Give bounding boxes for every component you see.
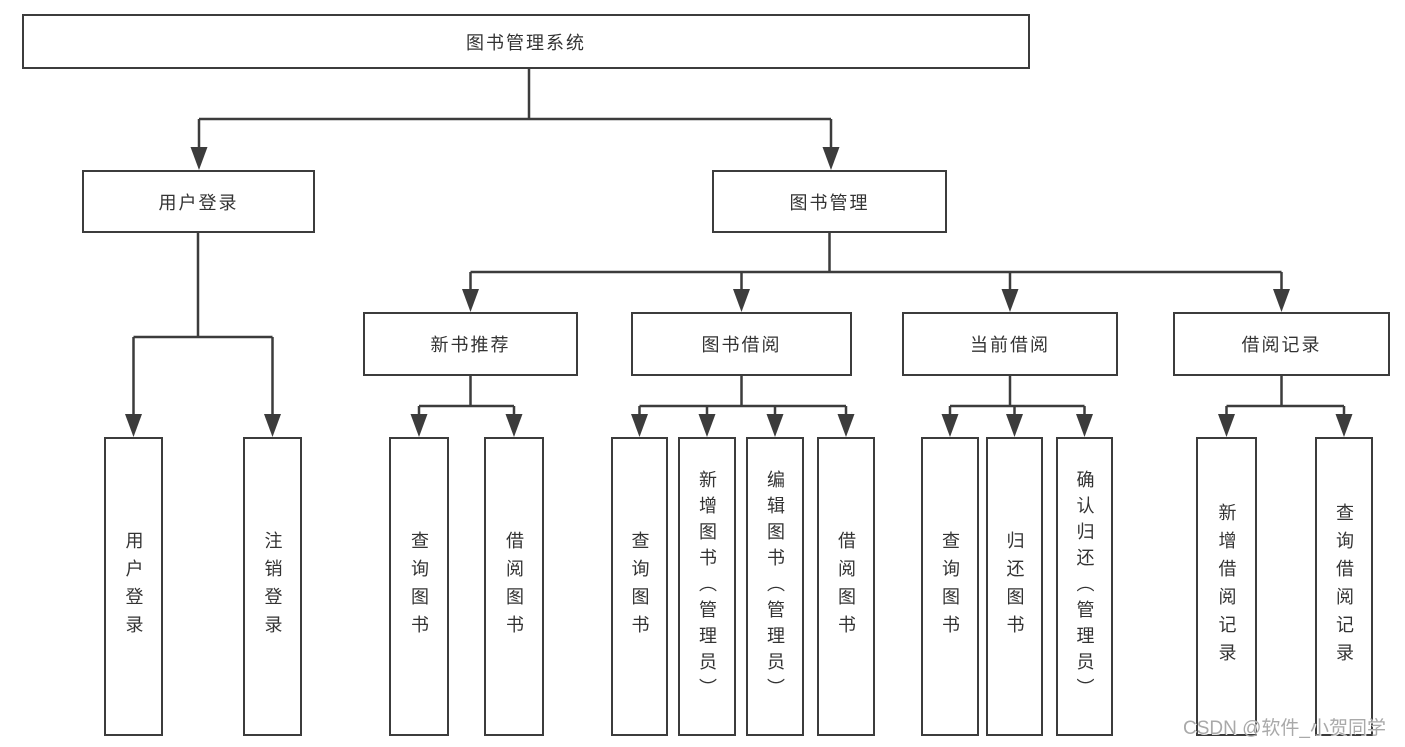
leaf-query-borrow-record: 查询借阅记录 [1315,437,1373,736]
node-user-login-label: 用户登录 [158,192,239,213]
leaf-logout-label: 注销登录 [262,530,283,643]
node-borrow-records: 借阅记录 [1173,312,1390,376]
leaf-logout: 注销登录 [243,437,302,736]
arrowhead [822,147,840,170]
node-current-borrow: 当前借阅 [902,312,1118,376]
arrowhead [1335,414,1353,437]
leaf-add-book-admin-label: 新增图书（管理员） [697,469,717,704]
node-root: 图书管理系统 [22,14,1030,69]
arrowhead [733,289,750,312]
leaf-return-books: 归还图书 [986,437,1043,736]
leaf-query-borrow-record-label: 查询借阅记录 [1334,502,1354,671]
leaf-add-borrow-record-label: 新增借阅记录 [1216,502,1237,671]
leaf-query-books-2-label: 查询图书 [629,530,650,643]
leaf-user-login-label: 用户登录 [123,530,144,643]
node-user-login: 用户登录 [82,170,315,233]
node-new-book-recommend: 新书推荐 [363,312,578,376]
node-book-management-label: 图书管理 [789,192,870,213]
arrowhead [1218,414,1235,437]
arrowhead [1006,414,1023,437]
connector-path [132,69,1346,420]
leaf-confirm-return-admin: 确认归还（管理员） [1056,437,1113,736]
node-book-management: 图书管理 [712,170,947,233]
arrowhead [1076,414,1093,437]
leaf-add-book-admin: 新增图书（管理员） [678,437,736,736]
arrowhead [941,414,959,437]
leaf-query-books-1-label: 查询图书 [409,530,429,643]
leaf-edit-book-admin: 编辑图书（管理员） [746,437,804,736]
node-new-book-recommend-label: 新书推荐 [430,335,511,355]
arrowhead [631,414,648,437]
node-borrow-records-label: 借阅记录 [1241,335,1322,355]
leaf-confirm-return-admin-label: 确认归还（管理员） [1074,469,1095,704]
leaf-query-books-3-label: 查询图书 [940,530,960,643]
arrowhead [410,414,428,437]
leaf-query-books-3: 查询图书 [921,437,979,736]
csdn-watermark: CSDN @软件_小贺同学 [1183,718,1386,739]
leaf-borrow-books-2-label: 借阅图书 [836,530,856,643]
arrowhead [190,147,208,170]
leaf-edit-book-admin-label: 编辑图书（管理员） [765,469,785,704]
arrowhead [462,289,479,312]
leaf-query-books-2: 查询图书 [611,437,668,736]
node-book-borrow: 图书借阅 [631,312,852,376]
leaf-borrow-books-2: 借阅图书 [817,437,875,736]
arrowhead [125,414,142,437]
arrowheads [125,147,1353,437]
arrowhead [837,414,855,437]
leaf-return-books-label: 归还图书 [1004,530,1025,643]
arrowhead [505,414,523,437]
arrowhead [264,414,281,437]
leaf-borrow-books-1: 借阅图书 [484,437,544,736]
node-root-label: 图书管理系统 [466,32,586,53]
arrowhead [698,414,716,437]
leaf-query-books-1: 查询图书 [389,437,449,736]
leaf-borrow-books-1-label: 借阅图书 [504,530,524,643]
arrowhead [1273,289,1290,312]
arrowhead [766,414,784,437]
leaf-user-login: 用户登录 [104,437,163,736]
node-current-borrow-label: 当前借阅 [970,335,1050,355]
leaf-add-borrow-record: 新增借阅记录 [1196,437,1257,736]
node-book-borrow-label: 图书借阅 [701,335,782,355]
arrowhead [1001,289,1019,312]
